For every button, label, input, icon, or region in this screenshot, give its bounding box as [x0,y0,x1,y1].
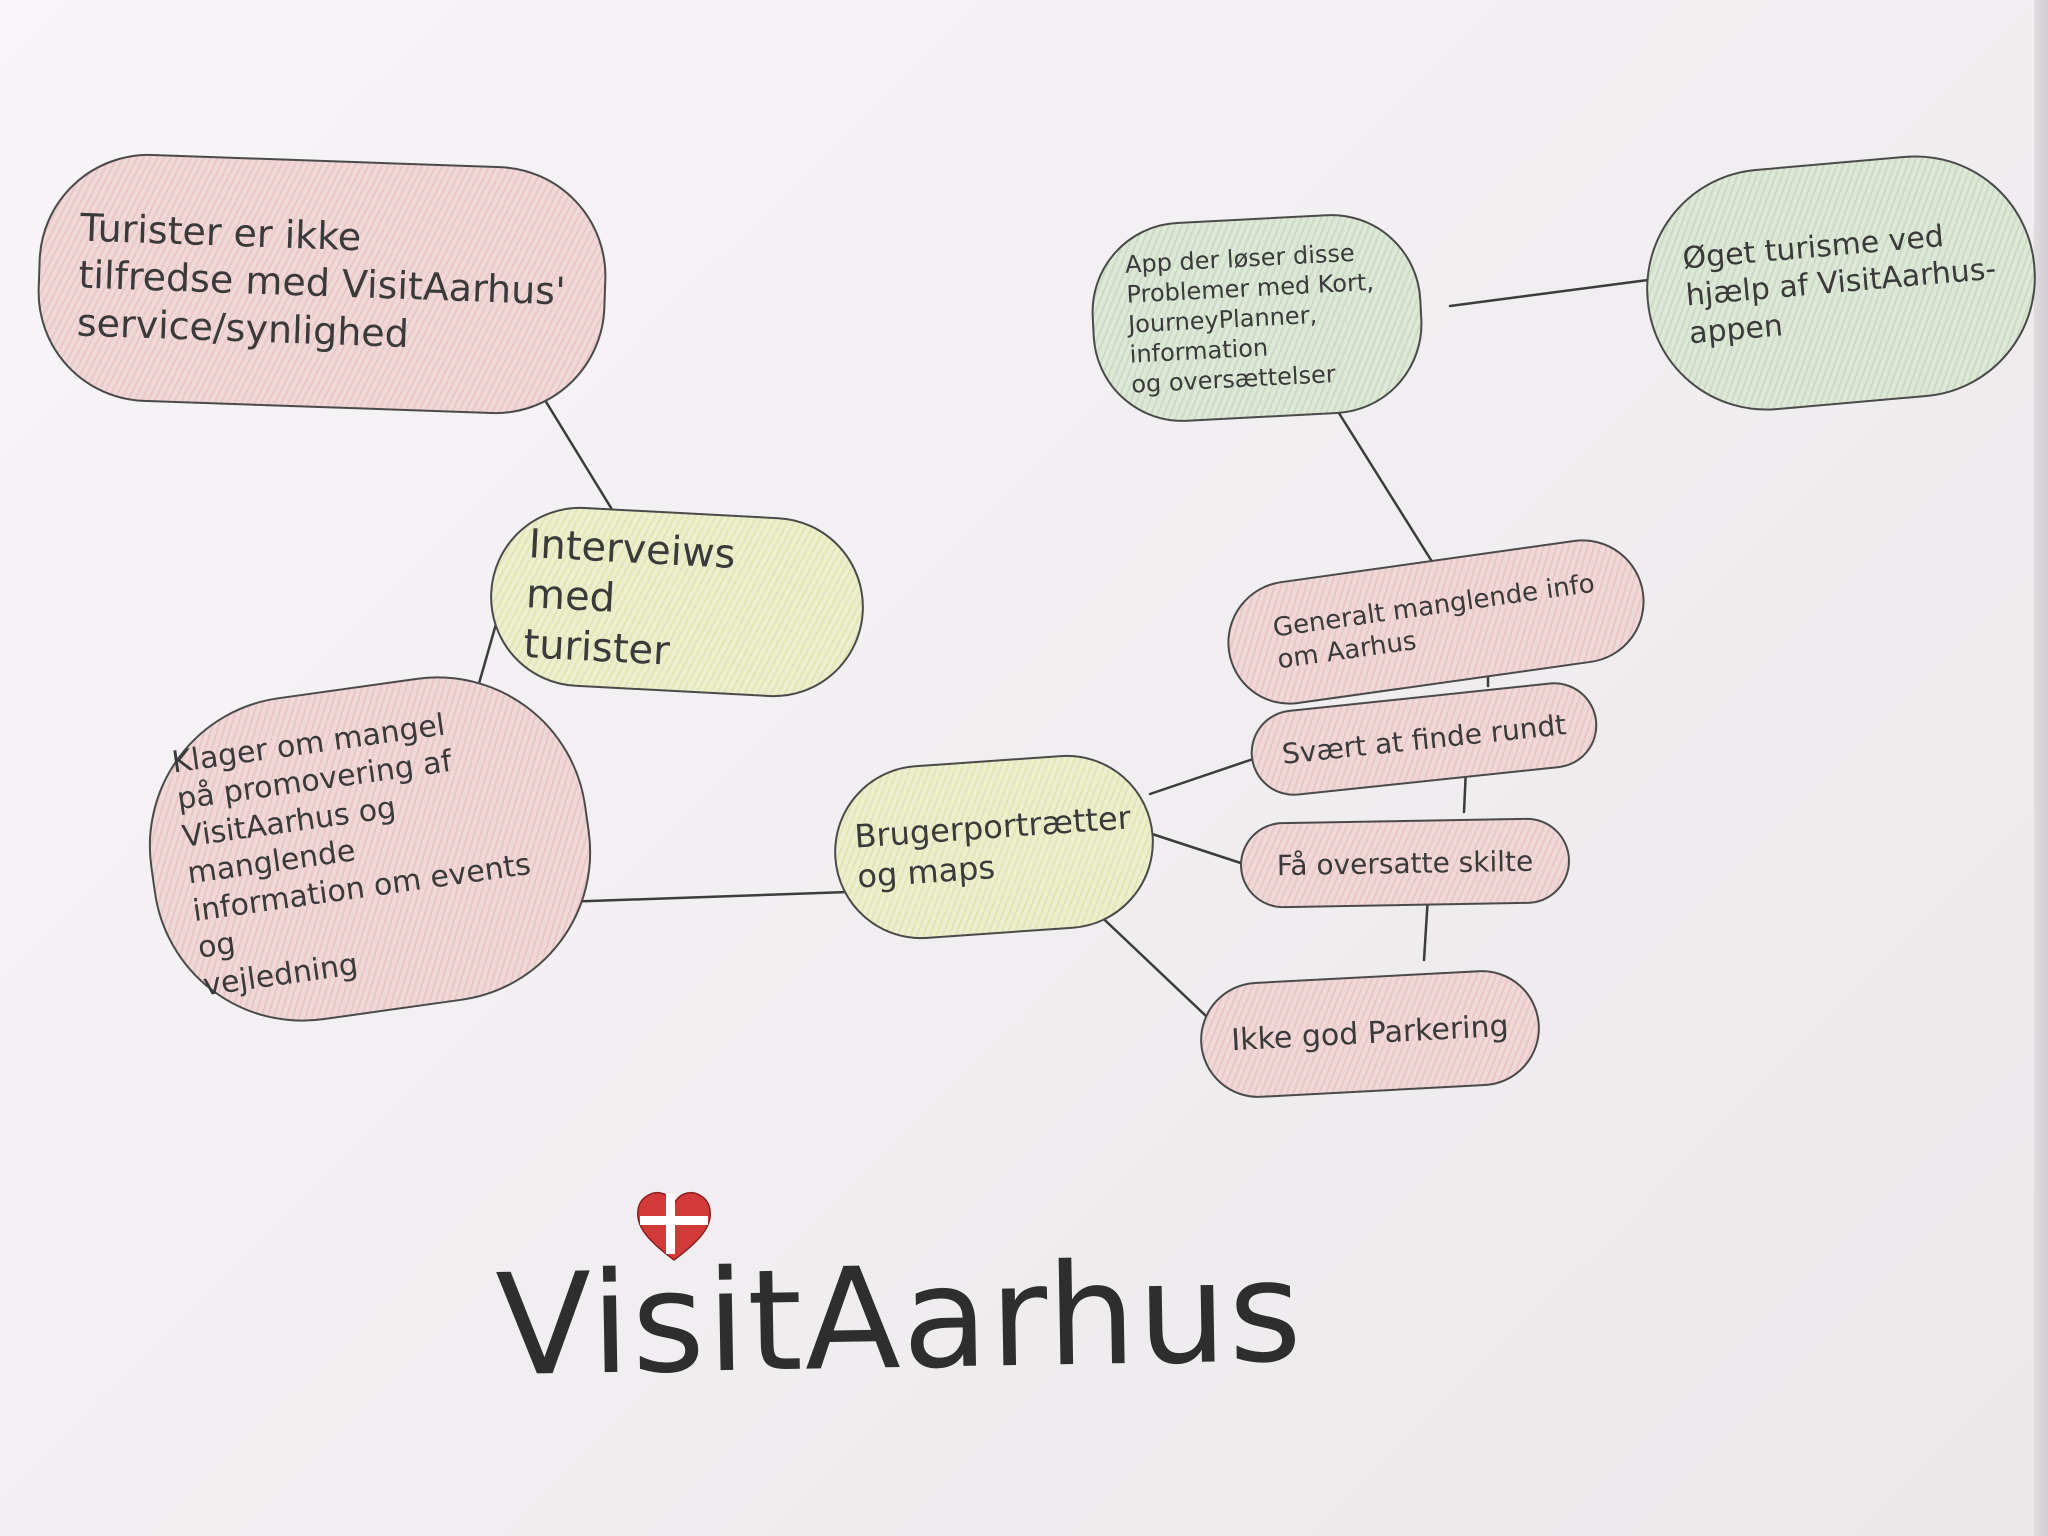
node-line: Få oversatte skilte [1276,844,1534,882]
heart-flag-icon [636,1192,712,1261]
edge-app-oget [1448,278,1650,308]
edge-turister-interviews [538,390,618,518]
edge-bruger-faa [1144,830,1258,870]
node-line: Svært at finde rundt [1280,707,1568,771]
logo-wordmark: VisitAarhus [494,1230,1305,1409]
edge-klager-bruger [560,890,850,904]
node-ikke-god-parkering: Ikke god Parkering [1197,967,1543,1101]
edge-bruger-ikke [1088,904,1208,1018]
edge-bruger-svaert [1148,754,1264,796]
paper-edge [2034,0,2048,1536]
edge-app-generalt [1330,400,1438,570]
node-brugerportraetter: Brugerportrætter og maps [828,749,1160,945]
node-interviews: Interveiws med turister [485,502,869,702]
node-turister-utilfredse: Turister er ikke tilfredse med VisitAarh… [33,150,611,418]
node-faa-oversatte-skilte: Få oversatte skilte [1239,817,1571,909]
node-app-loesning: App der løser disse Problemer med Kort, … [1086,209,1428,427]
node-line: Interveiws med [525,521,737,622]
visitaarhus-logo: VisitAarhus [495,1186,1305,1408]
node-line: Ikke god Parkering [1230,1009,1510,1059]
edge-faa-ikke [1422,894,1430,962]
